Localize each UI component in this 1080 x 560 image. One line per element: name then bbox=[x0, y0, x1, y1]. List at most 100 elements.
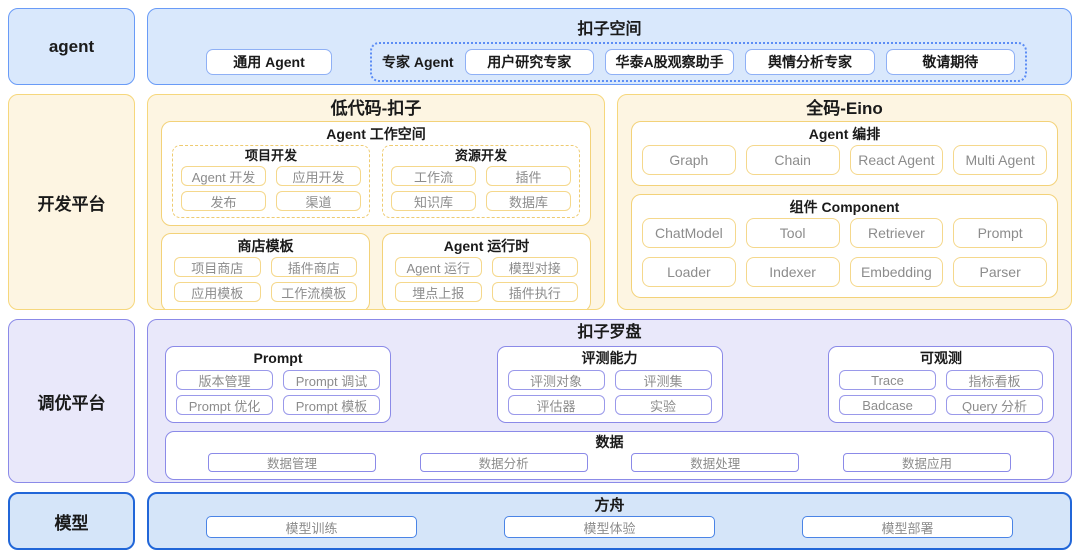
box-store-template: 商店模板 项目商店 插件商店 应用模板 工作流模板 bbox=[161, 233, 370, 309]
node-chatmodel: ChatModel bbox=[642, 218, 736, 248]
box-agent-workspace: Agent 工作空间 项目开发 Agent 开发 应用开发 发布 渠道 资源开发 bbox=[161, 121, 591, 226]
node-experiment: 实验 bbox=[614, 395, 712, 415]
box-evaluation-chips: 评测对象 评测集 评估器 实验 bbox=[507, 370, 712, 415]
node-database: 数据库 bbox=[486, 191, 571, 211]
node-event-report: 埋点上报 bbox=[395, 282, 482, 302]
box-store-template-chips: 项目商店 插件商店 应用模板 工作流模板 bbox=[174, 257, 357, 302]
group-resource-dev: 资源开发 工作流 插件 知识库 数据库 bbox=[382, 145, 580, 218]
side-label-model-text: 模型 bbox=[54, 513, 89, 533]
panel-fullcode-eino: 全码-Eino Agent 编排 Graph Chain React Agent… bbox=[617, 94, 1072, 310]
node-agent-run: Agent 运行 bbox=[395, 257, 482, 277]
node-data-analysis: 数据分析 bbox=[419, 453, 588, 472]
node-parser: Parser bbox=[953, 257, 1047, 287]
box-agent-orchestration-title: Agent 编排 bbox=[808, 126, 881, 142]
node-prompt-template: Prompt 模板 bbox=[283, 395, 380, 415]
panel-ark: 方舟 模型训练 模型体验 模型部署 bbox=[147, 492, 1072, 550]
node-general-agent: 通用 Agent bbox=[206, 49, 332, 75]
expert-agent-label: 专家 Agent bbox=[382, 54, 454, 70]
box-agent-runtime-title: Agent 运行时 bbox=[443, 238, 530, 254]
node-query-analysis: Query 分析 bbox=[946, 395, 1043, 415]
side-label-agent: agent bbox=[8, 8, 135, 85]
agent-row-content: 通用 Agent 专家 Agent 用户研究专家 华泰A股观察助手 舆情分析专家… bbox=[160, 42, 1059, 82]
expert-agent-group: 专家 Agent 用户研究专家 华泰A股观察助手 舆情分析专家 敬请期待 bbox=[370, 42, 1027, 82]
box-component: 组件 Component ChatModel Tool Retriever Pr… bbox=[631, 194, 1058, 298]
node-badcase: Badcase bbox=[839, 395, 936, 415]
node-plugin-exec: 插件执行 bbox=[491, 282, 578, 302]
node-model-experience: 模型体验 bbox=[504, 516, 715, 538]
node-evaluator: 评估器 bbox=[507, 395, 605, 415]
box-agent-orchestration-chips: Graph Chain React Agent Multi Agent bbox=[642, 145, 1047, 175]
box-prompt-title: Prompt bbox=[253, 350, 303, 366]
node-data-processing: 数据处理 bbox=[631, 453, 800, 472]
node-channel: 渠道 bbox=[276, 191, 361, 211]
node-react-agent: React Agent bbox=[849, 145, 944, 175]
node-version-mgmt: 版本管理 bbox=[176, 370, 273, 390]
compass-boxes: Prompt 版本管理 Prompt 调试 Prompt 优化 Prompt 模… bbox=[165, 346, 1054, 423]
box-data-title: 数据 bbox=[595, 434, 624, 450]
node-plugin-store: 插件商店 bbox=[270, 257, 357, 277]
group-resource-dev-chips: 工作流 插件 知识库 数据库 bbox=[391, 166, 571, 211]
workspace-groups: 项目开发 Agent 开发 应用开发 发布 渠道 资源开发 工作流 插件 bbox=[172, 145, 580, 218]
node-loader: Loader bbox=[642, 257, 736, 287]
node-tool: Tool bbox=[745, 218, 840, 248]
side-label-tuning-platform-text: 调优平台 bbox=[37, 393, 106, 413]
node-model-deployment: 模型部署 bbox=[802, 516, 1013, 538]
group-project-dev-chips: Agent 开发 应用开发 发布 渠道 bbox=[181, 166, 361, 211]
panel-coze-compass-title: 扣子罗盘 bbox=[577, 324, 642, 341]
node-model-training: 模型训练 bbox=[206, 516, 417, 538]
panel-lowcode-coze-title: 低代码-扣子 bbox=[330, 99, 422, 118]
node-prompt: Prompt bbox=[953, 218, 1047, 248]
node-eval-target: 评测对象 bbox=[507, 370, 605, 390]
box-store-template-title: 商店模板 bbox=[237, 238, 294, 254]
node-chain: Chain bbox=[745, 145, 840, 175]
node-embedding: Embedding bbox=[849, 257, 944, 287]
panel-coze-space-title: 扣子空间 bbox=[577, 21, 642, 38]
node-agent-dev: Agent 开发 bbox=[181, 166, 266, 186]
node-app-template: 应用模板 bbox=[174, 282, 261, 302]
node-plugin: 插件 bbox=[486, 166, 571, 186]
node-publish: 发布 bbox=[181, 191, 266, 211]
box-agent-orchestration: Agent 编排 Graph Chain React Agent Multi A… bbox=[631, 121, 1058, 186]
node-data-application: 数据应用 bbox=[842, 453, 1011, 472]
node-project-store: 项目商店 bbox=[174, 257, 261, 277]
node-expert-agent: 敬请期待 bbox=[885, 49, 1015, 75]
box-agent-workspace-title: Agent 工作空间 bbox=[326, 126, 426, 142]
coze-bottom-boxes: 商店模板 项目商店 插件商店 应用模板 工作流模板 Agent 运行时 Agen… bbox=[161, 233, 591, 309]
box-data: 数据 数据管理 数据分析 数据处理 数据应用 bbox=[165, 431, 1054, 480]
panel-coze-space: 扣子空间 通用 Agent 专家 Agent 用户研究专家 华泰A股观察助手 舆… bbox=[147, 8, 1072, 85]
node-graph: Graph bbox=[642, 145, 736, 175]
box-prompt-chips: 版本管理 Prompt 调试 Prompt 优化 Prompt 模板 bbox=[176, 370, 380, 415]
node-metric-dashboard: 指标看板 bbox=[946, 370, 1043, 390]
box-component-chips: ChatModel Tool Retriever Prompt Loader I… bbox=[642, 218, 1047, 287]
panel-lowcode-coze: 低代码-扣子 Agent 工作空间 项目开发 Agent 开发 应用开发 发布 … bbox=[147, 94, 605, 310]
node-workflow-template: 工作流模板 bbox=[270, 282, 357, 302]
box-agent-runtime: Agent 运行时 Agent 运行 模型对接 埋点上报 插件执行 bbox=[382, 233, 591, 309]
side-label-agent-text: agent bbox=[48, 36, 95, 56]
node-workflow: 工作流 bbox=[391, 166, 476, 186]
box-data-chips: 数据管理 数据分析 数据处理 数据应用 bbox=[208, 453, 1011, 472]
box-component-title: 组件 Component bbox=[789, 199, 900, 215]
node-retriever: Retriever bbox=[849, 218, 944, 248]
node-prompt-debug: Prompt 调试 bbox=[283, 370, 380, 390]
node-multi-agent: Multi Agent bbox=[953, 145, 1047, 175]
node-expert-agent: 华泰A股观察助手 bbox=[604, 49, 735, 75]
group-project-dev: 项目开发 Agent 开发 应用开发 发布 渠道 bbox=[172, 145, 370, 218]
node-eval-set: 评测集 bbox=[614, 370, 712, 390]
dev-platform-panels: 低代码-扣子 Agent 工作空间 项目开发 Agent 开发 应用开发 发布 … bbox=[147, 94, 1072, 310]
panel-ark-title: 方舟 bbox=[594, 497, 625, 514]
node-expert-agent: 舆情分析专家 bbox=[745, 49, 875, 75]
side-label-dev-platform-text: 开发平台 bbox=[37, 194, 106, 214]
box-observability-chips: Trace 指标看板 Badcase Query 分析 bbox=[839, 370, 1043, 415]
box-evaluation-title: 评测能力 bbox=[581, 350, 638, 366]
node-app-dev: 应用开发 bbox=[276, 166, 361, 186]
node-data-mgmt: 数据管理 bbox=[208, 453, 376, 472]
group-resource-dev-title: 资源开发 bbox=[454, 148, 507, 163]
box-observability-title: 可观测 bbox=[920, 350, 962, 366]
node-knowledge-base: 知识库 bbox=[391, 191, 476, 211]
side-label-dev-platform: 开发平台 bbox=[8, 94, 135, 310]
panel-fullcode-eino-title: 全码-Eino bbox=[806, 99, 883, 118]
group-project-dev-title: 项目开发 bbox=[244, 148, 297, 163]
node-indexer: Indexer bbox=[745, 257, 840, 287]
node-model-connect: 模型对接 bbox=[491, 257, 578, 277]
